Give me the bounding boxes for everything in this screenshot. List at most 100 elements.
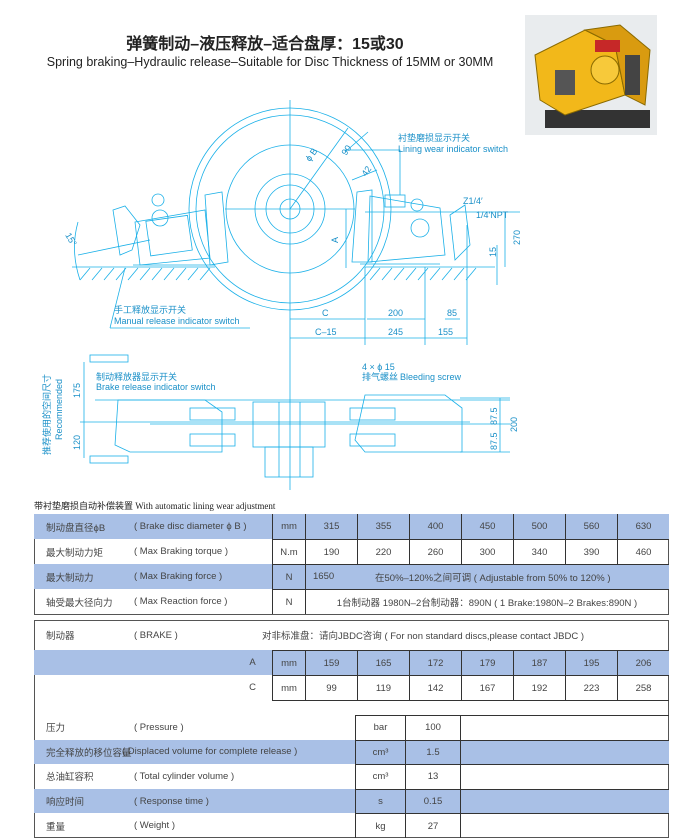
row-unit: N	[272, 589, 305, 614]
dim-angle: 15°	[63, 231, 79, 248]
dim-C: C	[322, 308, 329, 318]
spec-label-cn: 完全释放的移位容量	[46, 747, 132, 759]
port-z14: Z1/4′	[463, 196, 483, 206]
table1-row-shade	[34, 514, 669, 539]
brake-disc	[188, 100, 392, 490]
row-label-cn: 最大制动力	[46, 572, 94, 584]
dim-value-cell: 159	[305, 650, 357, 675]
spec-label-cn: 总油缸容积	[46, 772, 94, 784]
dim-value-cell: 223	[565, 675, 617, 700]
dim-value-cell: 167	[461, 675, 513, 700]
brake-product-photo	[525, 15, 657, 135]
dim-270: 270	[512, 230, 522, 245]
value-cell: 450	[461, 514, 513, 539]
value-cell: 500	[513, 514, 565, 539]
spec-label-cn: 压力	[46, 723, 66, 735]
spec-label-en: ( Pressure )	[134, 721, 184, 733]
lining-wear-label-cn: 衬垫磨损显示开关	[398, 132, 470, 143]
recommended-label-en: Recommended	[54, 379, 64, 440]
dim-200: 200	[388, 308, 403, 318]
dim-row-shade	[34, 650, 669, 675]
dim-value-cell: 99	[305, 675, 357, 700]
dim-175: 175	[72, 383, 82, 398]
dim-15: 15	[488, 247, 498, 257]
dim-label: C	[249, 682, 256, 693]
spec-blank	[460, 813, 669, 838]
dim-value-cell: 142	[409, 675, 461, 700]
dim-200-width: 200	[509, 417, 519, 432]
spec-label-cn: 响应时间	[46, 797, 85, 809]
dim-value-cell: 165	[357, 650, 409, 675]
spec-value: 1.5	[405, 739, 460, 765]
dim-value-cell: 172	[409, 650, 461, 675]
dim-90: 90	[339, 143, 353, 157]
spec-blank	[460, 788, 669, 814]
row-note: 在50%–120%之间可调 ( Adjustable from 50% to 1…	[375, 572, 611, 584]
row-merged-cell	[305, 589, 669, 614]
row-note: 1台制动器 1980N–2台制动器：890N ( 1 Brake:1980N–2…	[336, 597, 638, 609]
dim-phiB: ϕ B	[303, 146, 319, 163]
value-cell: 630	[617, 514, 669, 539]
value-cell: 400	[409, 514, 461, 539]
spec-label-cn: 重量	[46, 821, 66, 833]
lining-wear-label-en: Lining wear indicator switch	[398, 144, 508, 154]
title-english: Spring braking–Hydraulic release–Suitabl…	[46, 55, 494, 69]
dim-label: A	[249, 657, 256, 668]
spec-value: 27	[405, 813, 460, 838]
row-label-cn: 最大制动力矩	[46, 547, 104, 559]
value-cell: 260	[409, 539, 461, 564]
right-brake-side-view	[351, 189, 471, 265]
dimension-lines	[74, 131, 520, 345]
spec-unit: bar	[355, 715, 405, 740]
spec-row-shade	[34, 788, 669, 814]
row-label-cn: 轴受最大径向力	[46, 597, 113, 609]
spec-label-en: ( Weight )	[134, 820, 176, 832]
dim-120: 120	[72, 435, 82, 450]
brake-label-cn: 制动器	[46, 631, 75, 642]
left-brake-side-view	[112, 191, 229, 266]
spec-blank	[460, 739, 669, 765]
value-cell: 300	[461, 539, 513, 564]
row-label-cn: 制动盘直径ϕB	[46, 522, 106, 534]
recommended-label-cn: 推荐使用的空间尺寸	[41, 374, 52, 455]
divider	[272, 700, 669, 701]
spec-value: 0.15	[405, 788, 460, 814]
table-caption: 带衬垫磨损自动补偿装置 With automatic lining wear a…	[34, 501, 276, 511]
row-label-en: ( Max Reaction force )	[134, 596, 228, 607]
dim-A: A	[330, 237, 340, 243]
dim-42: 42	[359, 164, 373, 178]
value-cell: 315	[305, 514, 357, 539]
value-cell: 460	[617, 539, 669, 564]
brake-release-label-cn: 制动释放器显示开关	[96, 371, 177, 382]
spec-blank	[460, 715, 669, 740]
dim-value-cell: 206	[617, 650, 669, 675]
row-value: 1650	[313, 571, 335, 582]
bleeding-label-en: Bleeding screw	[400, 372, 462, 382]
spec-unit: s	[355, 788, 405, 814]
dim-unit: mm	[272, 650, 305, 675]
spec-unit: kg	[355, 813, 405, 838]
value-cell: 390	[565, 539, 617, 564]
brake-release-label-en: Brake release indicator switch	[96, 382, 216, 392]
spec-value: 13	[405, 764, 460, 789]
title-chinese: 弹簧制动–液压释放–适合盘厚：15或30	[126, 36, 404, 53]
dim-155: 155	[438, 327, 453, 337]
dim-unit: mm	[272, 675, 305, 700]
dim-C-15: C–15	[315, 327, 337, 337]
dim-85: 85	[447, 308, 457, 318]
manual-release-label-cn: 手工释放显示开关	[114, 304, 186, 315]
manual-release-label-en: Manual release indicator switch	[114, 316, 240, 326]
row-merged-cell	[305, 564, 669, 589]
bleeding-label-cn: 排气螺丝	[362, 371, 398, 382]
value-cell: 340	[513, 539, 565, 564]
value-cell: 190	[305, 539, 357, 564]
spec-unit: cm³	[355, 739, 405, 765]
spec-label-en: ( Response time )	[134, 795, 209, 807]
dim-87-5-bottom: 87.5	[489, 432, 499, 450]
row-unit: mm	[272, 514, 305, 539]
dim-value-cell: 187	[513, 650, 565, 675]
dim-value-cell: 192	[513, 675, 565, 700]
row-label-en: ( Brake disc diameter ϕ B )	[134, 521, 247, 532]
row-unit: N.m	[272, 539, 305, 564]
